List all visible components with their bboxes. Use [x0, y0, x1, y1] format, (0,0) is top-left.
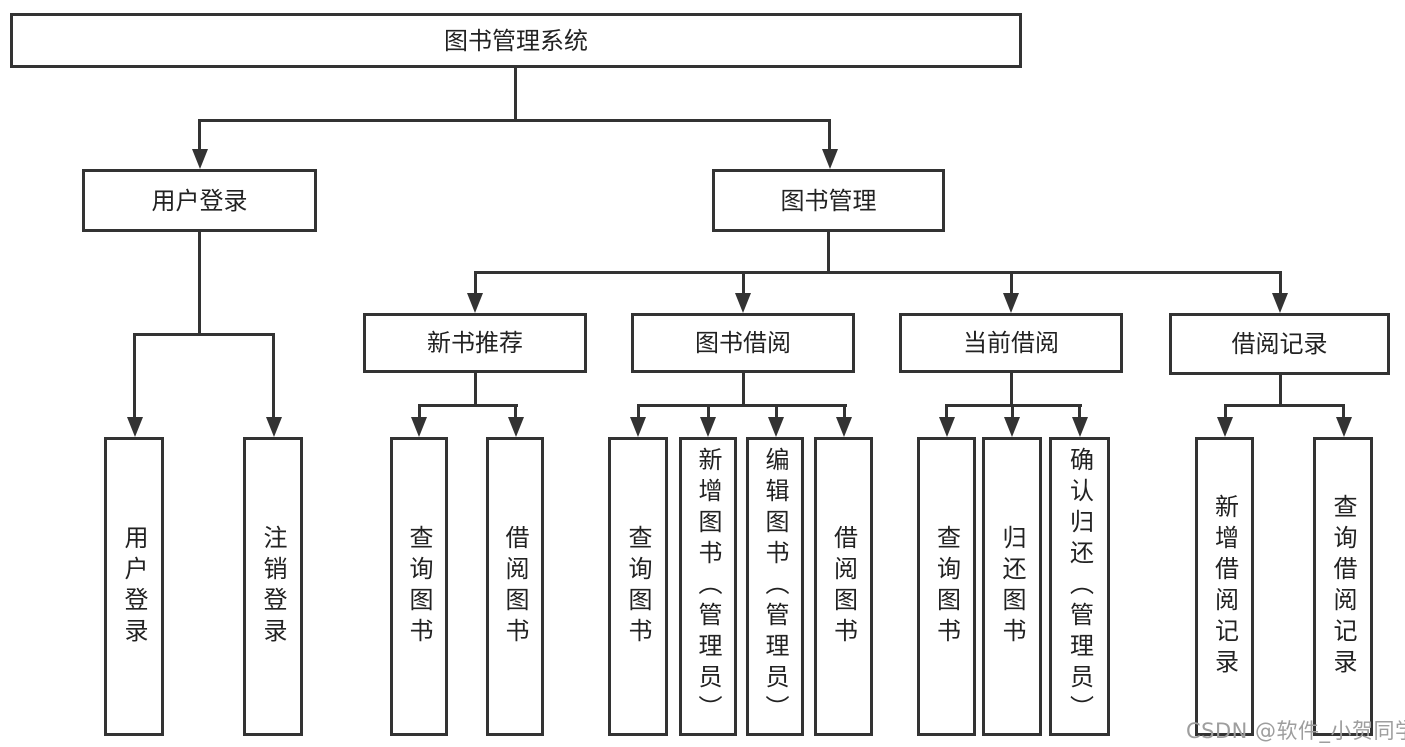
box-book-borrowing: 图书借阅	[631, 313, 855, 373]
leaf-query-books-rec: 查询图书	[390, 437, 448, 736]
connector-drop-c2	[707, 404, 710, 420]
leaf-query-borrow-record: 查询借阅记录	[1313, 437, 1373, 736]
arrow-down-b2-icon	[508, 417, 524, 437]
leaf-add-borrow-record: 新增借阅记录	[1195, 437, 1254, 736]
connector-drop-leaf-logout	[272, 333, 275, 418]
leaf-query-books-borrow: 查询图书	[608, 437, 668, 736]
root-box-library-management-system: 图书管理系统	[10, 13, 1022, 68]
connector-drop-book-borrowing	[742, 271, 745, 296]
connector-root-stem	[514, 68, 517, 122]
arrow-down-c4-icon	[836, 417, 852, 437]
connector-drop-b1	[418, 404, 421, 420]
leaf-borrow-books-rec: 借阅图书	[486, 437, 544, 736]
arrow-down-b1-icon	[411, 417, 427, 437]
connector-current-borrowing-stem	[1010, 373, 1013, 406]
arrow-down-e2-icon	[1336, 417, 1352, 437]
arrow-down-current-borrowing-icon	[1003, 293, 1019, 313]
box-user-login: 用户登录	[82, 169, 317, 232]
connector-book-management-stem	[827, 232, 830, 273]
connector-drop-d3	[1078, 404, 1081, 420]
connector-new-rec-bus	[418, 404, 518, 407]
connector-book-borrowing-bus	[637, 404, 847, 407]
connector-user-login-stem	[198, 232, 201, 335]
leaf-confirm-return-admin: 确认归还（管理员）	[1049, 437, 1110, 736]
connector-drop-leaf-user-login	[133, 333, 136, 418]
arrow-down-new-rec-icon	[467, 293, 483, 313]
connector-drop-e2	[1342, 404, 1345, 420]
arrow-down-c2-icon	[700, 417, 716, 437]
arrow-down-c1-icon	[630, 417, 646, 437]
connector-level2-bus	[474, 271, 1282, 274]
arrow-down-leaf-logout-icon	[266, 417, 282, 437]
connector-drop-current-borrowing	[1010, 271, 1013, 296]
leaf-query-books-current: 查询图书	[917, 437, 976, 736]
box-current-borrowing: 当前借阅	[899, 313, 1123, 373]
arrow-down-e1-icon	[1217, 417, 1233, 437]
arrow-down-d2-icon	[1004, 417, 1020, 437]
leaf-borrow-books: 借阅图书	[814, 437, 873, 736]
connector-drop-user-login	[198, 119, 201, 152]
connector-new-rec-stem	[474, 373, 477, 406]
box-new-book-recommendation: 新书推荐	[363, 313, 587, 373]
arrow-down-borrowing-records-icon	[1272, 293, 1288, 313]
connector-borrowing-records-stem	[1279, 373, 1282, 406]
box-book-management: 图书管理	[712, 169, 945, 232]
arrow-down-leaf-user-login-icon	[127, 417, 143, 437]
arrow-down-book-borrowing-icon	[735, 293, 751, 313]
connector-drop-c4	[843, 404, 846, 420]
connector-drop-new-rec	[474, 271, 477, 296]
leaf-user-login: 用户登录	[104, 437, 164, 736]
arrow-down-user-login-icon	[192, 149, 208, 169]
arrow-down-d1-icon	[939, 417, 955, 437]
arrow-down-c3-icon	[768, 417, 784, 437]
connector-drop-e1	[1224, 404, 1227, 420]
connector-borrowing-records-bus	[1224, 404, 1345, 407]
connector-book-borrowing-stem	[742, 373, 745, 406]
connector-level1-bus	[198, 119, 831, 122]
connector-drop-c3	[775, 404, 778, 420]
connector-drop-d1	[945, 404, 948, 420]
arrow-down-book-management-icon	[822, 149, 838, 169]
connector-drop-borrowing-records	[1279, 271, 1282, 296]
connector-user-login-bus	[133, 333, 275, 336]
box-borrowing-records: 借阅记录	[1169, 313, 1390, 375]
connector-drop-book-management	[828, 119, 831, 152]
leaf-add-books-admin: 新增图书（管理员）	[679, 437, 737, 736]
leaf-return-books: 归还图书	[982, 437, 1042, 736]
csdn-watermark: CSDN @软件_小贺同学	[1186, 719, 1405, 743]
connector-drop-c1	[637, 404, 640, 420]
leaf-logout: 注销登录	[243, 437, 303, 736]
arrow-down-d3-icon	[1072, 417, 1088, 437]
leaf-edit-books-admin: 编辑图书（管理员）	[746, 437, 804, 736]
connector-drop-d2	[1011, 404, 1014, 420]
connector-drop-b2	[514, 404, 517, 420]
